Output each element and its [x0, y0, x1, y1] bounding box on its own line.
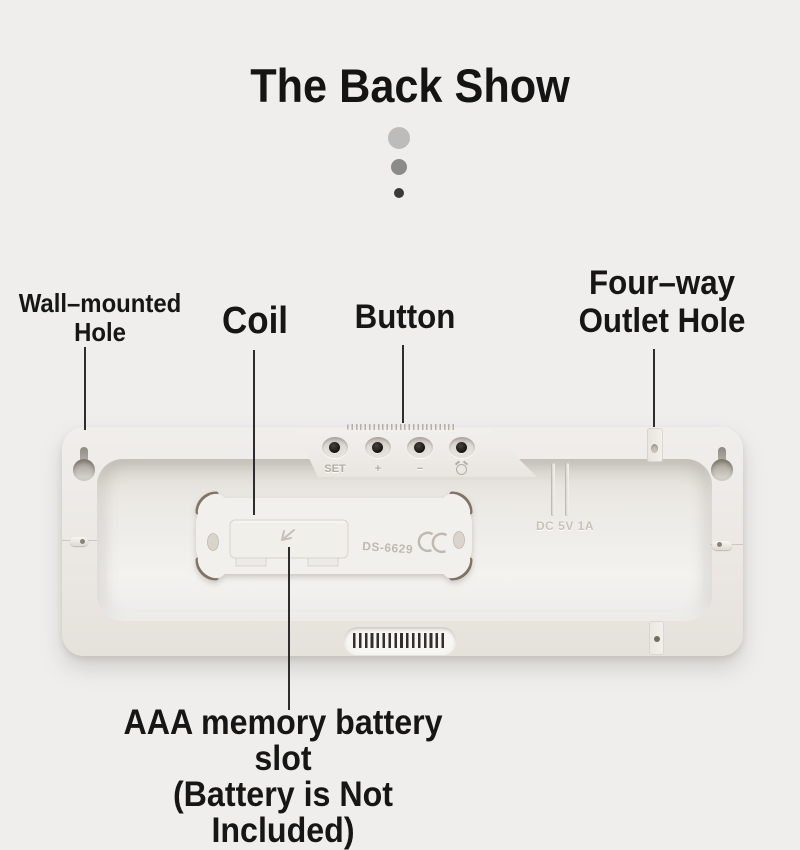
outlet-tab-top — [647, 428, 663, 462]
pin-dot — [80, 539, 85, 544]
divider-dot-small — [394, 188, 404, 198]
plus-button — [365, 437, 391, 458]
speaker-vent — [344, 627, 456, 654]
button-cap — [329, 442, 340, 453]
outlet-pin-right — [712, 541, 732, 550]
label-coil: Coil — [221, 300, 289, 342]
dc-cable-groove — [565, 463, 569, 516]
door-clip — [235, 557, 267, 567]
model-number-engraving: DS-6629 — [362, 539, 414, 557]
power-rating-engraving: DC 5V 1A — [535, 519, 595, 533]
ce-certification-icon — [417, 531, 448, 553]
alarm-clock-icon — [456, 464, 468, 476]
divider-dot-large — [388, 127, 410, 149]
vent-slats-icon — [353, 633, 447, 648]
minus-engraving: − — [416, 463, 424, 475]
open-arrow-icon — [281, 529, 295, 541]
keyhole-circle — [711, 459, 733, 481]
screw-hole — [453, 531, 465, 549]
outlet-tab-bottom — [649, 621, 664, 655]
divider-dot-medium — [391, 159, 407, 175]
leader-battery-slot — [288, 547, 290, 710]
leader-four-way-outlet-hole — [653, 349, 655, 427]
label-line-1: Wall–mounted — [18, 288, 182, 318]
label-button: Button — [354, 298, 456, 336]
label-battery-slot: AAA memory battery slot (Battery is Not … — [99, 705, 467, 849]
outlet-pin-left — [70, 537, 88, 546]
clock-back-panel: SET + − DC 5V 1A — [62, 424, 743, 656]
button-cap — [414, 442, 425, 453]
outlet-hole — [654, 636, 660, 642]
door-clip — [307, 557, 339, 567]
screw-hole — [207, 533, 219, 551]
button-cap — [456, 442, 467, 453]
label-line-2: Hole — [74, 317, 126, 347]
leader-coil — [253, 350, 255, 515]
product-diagram: The Back Show Wall–mounted Hole Coil But… — [0, 0, 800, 800]
alarm-ring — [456, 464, 467, 475]
set-button — [322, 437, 348, 458]
leader-button — [402, 345, 404, 423]
set-engraving: SET — [324, 463, 346, 475]
outlet-hole — [651, 444, 658, 453]
label-four-way-outlet-hole: Four–way Outlet Hole — [565, 264, 758, 340]
label-line-1: Four–way — [588, 264, 736, 302]
button-cap — [372, 442, 383, 453]
label-line-2: Outlet Hole — [578, 302, 746, 340]
grip-serration — [347, 424, 457, 430]
dc-cable-groove — [551, 463, 555, 516]
plus-engraving: + — [374, 463, 382, 475]
label-wall-mounted-hole: Wall–mounted Hole — [13, 289, 188, 347]
keyhole-slot — [80, 447, 88, 463]
keyhole-icon — [73, 447, 95, 481]
keyhole-icon — [711, 447, 733, 481]
keyhole-slot — [718, 447, 726, 463]
pin-dot — [717, 542, 722, 547]
label-line-2: (Battery is Not Included) — [172, 775, 394, 850]
page-title: The Back Show — [250, 59, 570, 112]
minus-button — [407, 437, 433, 458]
leader-wall-mounted-hole — [84, 347, 86, 430]
battery-plate: DS-6629 — [195, 491, 473, 581]
alarm-button — [449, 437, 475, 458]
label-line-1: AAA memory battery slot — [123, 703, 443, 778]
keyhole-circle — [73, 459, 95, 481]
